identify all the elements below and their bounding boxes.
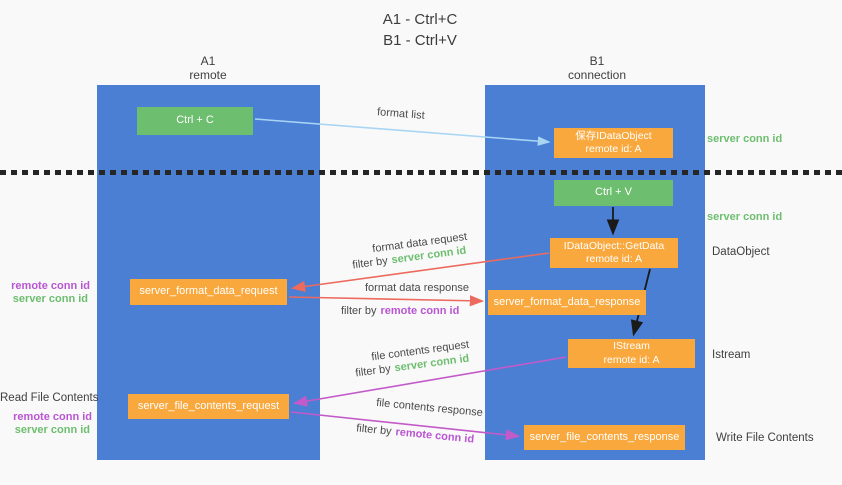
lane-b1-role: connection xyxy=(567,67,627,82)
ctrl-c-label: Ctrl + C xyxy=(176,114,214,127)
node-ctrl-v: Ctrl + V xyxy=(554,180,673,206)
lane-a1-role: remote xyxy=(189,67,227,82)
edge-label-format-list: format list xyxy=(376,106,426,122)
annotation-server-conn-id-mid: server conn id xyxy=(707,211,783,223)
node-server-format-data-response: server_format_data_response xyxy=(488,290,646,315)
diagram-title: A1 - Ctrl+C B1 - Ctrl+V xyxy=(300,9,540,51)
server-format-data-response-label: server_format_data_response xyxy=(493,295,641,308)
session-divider-dotted-line xyxy=(0,170,842,175)
annotation-write-file-contents: Write File Contents xyxy=(716,432,814,444)
edge-label-format-data-response: format data response xyxy=(365,282,469,294)
getdata-line2: remote id: A xyxy=(585,253,643,265)
istream-line2: remote id: A xyxy=(603,353,660,366)
annotation-remote-conn-id-bottom: remote conn id xyxy=(13,411,92,423)
annotation-remote-conn-id-mid: remote conn id xyxy=(11,280,90,292)
node-server-format-data-request: server_format_data_request xyxy=(130,279,287,305)
lane-header-b1: B1 connection xyxy=(527,54,667,83)
title-line-1: A1 - Ctrl+C xyxy=(382,11,458,28)
node-idataobject-getdata: IDataObject::GetData remote id: A xyxy=(550,238,678,268)
getdata-line1: IDataObject::GetData xyxy=(563,239,665,252)
node-save-idataobject: 保存IDataObject remote id: A xyxy=(554,128,673,158)
lane-b1-name: B1 xyxy=(589,54,605,68)
annotation-server-conn-id-top: server conn id xyxy=(707,133,783,145)
filter-key-remote-conn-id: remote conn id xyxy=(394,426,475,446)
filter-key-remote-conn-id: remote conn id xyxy=(380,305,460,317)
node-istream: IStream remote id: A xyxy=(568,339,695,368)
lane-header-a1: A1 remote xyxy=(138,54,278,83)
annotation-istream: Istream xyxy=(712,349,751,361)
lane-a1-name: A1 xyxy=(200,54,216,68)
filter-prefix: filter by xyxy=(351,254,389,272)
annotation-server-conn-id-left-bottom: server conn id xyxy=(14,424,90,436)
server-file-contents-request-label: server_file_contents_request xyxy=(137,399,280,412)
server-format-data-request-label: server_format_data_request xyxy=(139,285,278,298)
filter-prefix: filter by xyxy=(341,305,377,317)
server-file-contents-response-label: server_file_contents_response xyxy=(529,430,680,443)
title-line-2: B1 - Ctrl+V xyxy=(383,32,457,49)
edge-label-file-contents-response: file contents response xyxy=(375,396,484,420)
node-ctrl-c: Ctrl + C xyxy=(137,107,253,135)
annotation-server-conn-id-left-mid: server conn id xyxy=(12,293,88,305)
ctrl-v-label: Ctrl + V xyxy=(595,186,632,199)
node-server-file-contents-response: server_file_contents_response xyxy=(524,425,685,450)
annotation-read-file-contents: Read File Contents xyxy=(0,392,99,404)
save-idataobject-line2: remote id: A xyxy=(585,143,642,155)
filter-prefix: filter by xyxy=(354,362,392,380)
istream-line1: IStream xyxy=(613,340,650,353)
save-idataobject-line1: 保存IDataObject xyxy=(575,129,652,142)
annotation-dataobject: DataObject xyxy=(712,246,770,258)
node-server-file-contents-request: server_file_contents_request xyxy=(128,394,289,419)
filter-prefix: filter by xyxy=(355,422,393,438)
